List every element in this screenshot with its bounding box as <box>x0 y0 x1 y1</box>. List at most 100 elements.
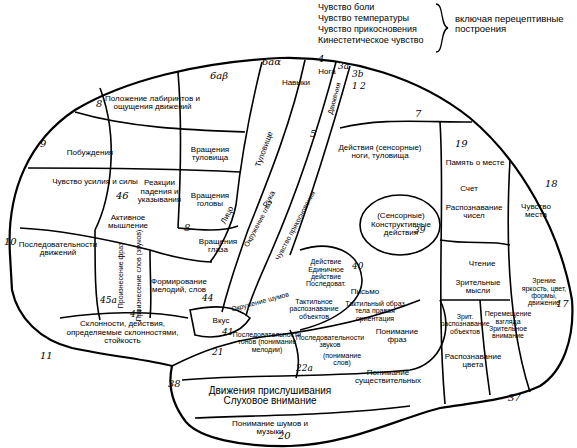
region-label: Движения прислушивания Слуховое внимание <box>205 386 335 407</box>
brain-region: Зрительные мысли <box>450 274 506 300</box>
brain-region: Склонности, действия, определяемые склон… <box>60 318 185 348</box>
brain-region: Распознавание цвета <box>445 348 501 374</box>
brain-region: Произнесение слов (звуков) <box>133 238 144 314</box>
region-label: Тактильное распознавание объектов <box>289 298 338 320</box>
area-number: 17 <box>556 298 569 309</box>
region-label: Понимание шумов и музыки <box>225 420 315 437</box>
area-number: 47 <box>130 310 141 320</box>
area-number: 5 <box>310 128 316 139</box>
brain-region: Формирование мелодий, слов <box>155 268 203 304</box>
region-label: Зрительные мысли <box>450 279 506 296</box>
region-label: Формирование мелодий, слов <box>151 278 207 295</box>
area-number: 9 <box>40 138 46 149</box>
brain-region: Движения прислушивания Слуховое внимание <box>205 382 335 410</box>
brain-region: Движения <box>323 76 345 121</box>
region-label: Распознавание чисел <box>445 204 503 221</box>
brain-region: (понимание слов) <box>318 352 366 367</box>
region-label: Понимание существительных <box>355 369 421 386</box>
region-label: (понимание слов) <box>318 352 366 367</box>
region-label: Лицо <box>220 205 236 225</box>
region-label: Реакции падения и указывания <box>132 179 187 204</box>
region-label: Склонности, действия, определяемые склон… <box>60 320 185 345</box>
region-label: Последовательности звуков <box>296 334 365 349</box>
brain-region: Действия (сенсорные) ноги, туловища <box>330 138 430 166</box>
sensation-note: включая перецептивные построения <box>455 14 575 35</box>
region-label: Вкус <box>213 317 230 325</box>
brain-region: Память о месте <box>445 150 505 176</box>
brain-region: Последовательности движений <box>22 232 94 266</box>
region-label: Вращения головы <box>186 192 234 209</box>
region-boundary <box>75 112 245 132</box>
region-label: Письмо <box>351 288 379 296</box>
region-boundary <box>440 122 445 404</box>
region-label: Память о месте <box>446 159 505 167</box>
region-boundary <box>195 406 410 418</box>
brain-region: Счет <box>455 183 483 195</box>
region-label: Чувство прикосновения <box>274 190 317 261</box>
area-number: 39 <box>414 226 425 236</box>
area-number: 1 <box>352 82 358 92</box>
area-number: 2 <box>360 82 366 92</box>
brain-region: Понимание шумов и музыки <box>225 420 315 437</box>
region-boundary <box>60 313 188 318</box>
region-label: Вращения туловища <box>185 146 235 163</box>
brain-region: Вкус <box>207 315 235 327</box>
brain-region: Реакции падения и указывания <box>132 170 187 214</box>
region-label: Навыки <box>282 79 310 87</box>
area-number: 7 <box>415 108 421 119</box>
area-number: 44 <box>202 294 213 304</box>
brain-region: Нога <box>314 66 340 78</box>
brain-region: Перемещение взгляда Зрительное внимание <box>488 300 528 350</box>
region-label: Понимание фраз <box>372 328 422 345</box>
area-number: 8 <box>96 98 102 109</box>
brain-region: Действие Единичное действие Последоват. <box>300 255 352 291</box>
region-label: Тактильный образ тела правая ориентация <box>340 300 410 322</box>
brain-region: Окружение шумов <box>232 289 289 314</box>
area-number: 19 <box>455 138 468 149</box>
brain-region: Побуждения <box>55 147 125 159</box>
region-label: Распознавание цвета <box>445 353 502 370</box>
region-boundary <box>440 299 510 301</box>
region-label: Движения <box>326 82 342 115</box>
area-number: 37 <box>508 392 521 403</box>
area-number: 18 <box>545 178 558 189</box>
region-boundary <box>290 66 350 255</box>
area-number: 46 <box>116 190 129 201</box>
area-number: 11 <box>40 350 53 361</box>
brain-region: Тактильное распознавание объектов <box>290 294 338 324</box>
area-number: 20 <box>278 430 291 441</box>
region-label: Вращения глаза <box>193 238 243 255</box>
region-label: Произнесение слов (звуков) <box>134 230 141 322</box>
sensation-note: Кинестетическое чувство <box>318 36 438 46</box>
region-label: Положение лабиринтов и ощущения движений <box>100 95 205 112</box>
area-number: 45a <box>100 296 117 306</box>
area-number: 3b <box>352 70 364 80</box>
region-boundary <box>508 160 530 392</box>
brain-region: Вращения туловища <box>185 140 235 168</box>
area-number: 10 <box>4 236 17 247</box>
brain-region: Тактильный образ тела правая ориентация <box>340 300 410 322</box>
region-label: Зрит. распознавание объектов <box>440 313 490 335</box>
brain-region: Навыки <box>278 77 314 89</box>
central-sulcus <box>222 60 305 312</box>
region-label: Чувство места <box>515 203 557 220</box>
region-label: Конструктивные действия <box>365 221 437 238</box>
area-number: 21 <box>212 348 223 358</box>
region-boundary <box>440 240 510 245</box>
region-boundary <box>28 168 240 172</box>
region-label: Окружение шумов <box>230 290 289 313</box>
brain-region: Окружение глаз <box>239 194 277 252</box>
area-number: 40 <box>352 262 363 272</box>
brain-region: Вращения глаза <box>193 232 243 260</box>
sensation-note: Чувство прикосновения <box>318 25 438 35</box>
brain-region: Распознавание чисел <box>445 198 503 226</box>
region-label: Произнесение фраз <box>116 243 123 308</box>
brain-region: Туловище <box>250 119 281 179</box>
region-label: Чтение <box>469 260 496 268</box>
brain-region: Положение лабиринтов и ощущения движений <box>100 90 205 116</box>
region-label: Нога <box>318 68 335 76</box>
brain-region: Зрит. распознавание объектов <box>440 306 490 342</box>
area-number: 3a <box>338 62 349 72</box>
brain-region: Чувство места <box>515 198 557 224</box>
